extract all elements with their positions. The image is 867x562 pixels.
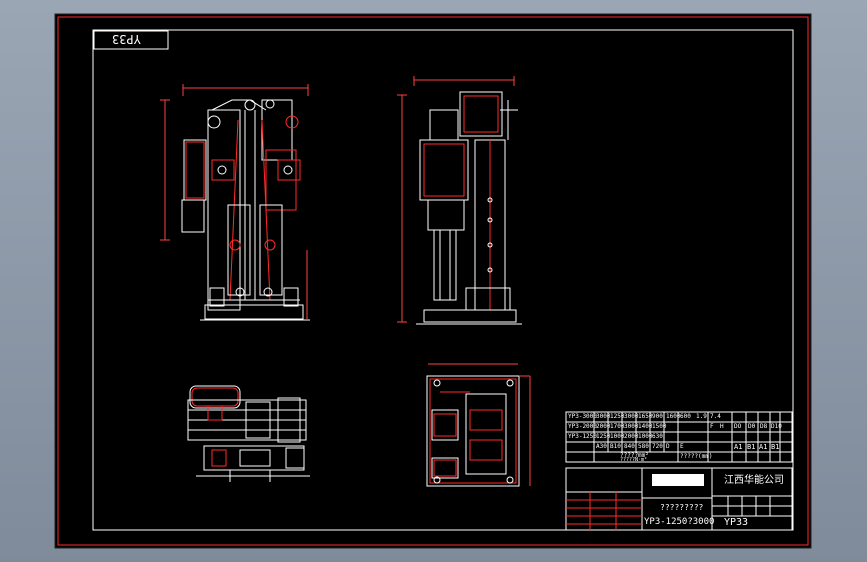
spec-footer-3: 840 xyxy=(624,443,635,450)
front-view xyxy=(160,84,310,321)
model-number: YP3-1250?3000 xyxy=(644,517,715,527)
inner-frame xyxy=(92,29,794,531)
company-name: 江西华能公司 xyxy=(724,475,784,486)
code-a1b: A1 xyxy=(759,443,768,451)
spec-cell-r1c6: 900 xyxy=(652,413,663,420)
spec-row-1: YP3-3000 xyxy=(568,413,597,420)
side-h-2: H xyxy=(720,423,724,430)
spec-row-2: YP3-2000 xyxy=(568,423,597,430)
unknown-text: ????????? xyxy=(660,503,704,512)
title-block-grid xyxy=(565,467,793,531)
spec-footer-7: E xyxy=(680,443,684,450)
paper xyxy=(54,13,812,549)
spec-cell-r2c5: 1400 xyxy=(638,423,653,430)
side-view xyxy=(397,76,522,325)
spec-cell-r3c2: 1250 xyxy=(596,433,611,440)
spec-cell-r1c7: 1600 xyxy=(666,413,681,420)
spec-footer-6: D xyxy=(666,443,670,450)
code-b1: B1 xyxy=(747,443,756,451)
side-h-4: D0 xyxy=(748,423,756,430)
code-a1: A1 xyxy=(734,443,743,451)
title-box xyxy=(93,30,169,50)
spec-footer-1: A30 xyxy=(596,443,607,450)
code-b1b: B1 xyxy=(771,443,780,451)
unit-torque: ?????N·m² xyxy=(620,457,648,463)
spec-cell-r1c3: 1250 xyxy=(610,413,625,420)
unit-mm: ?????(mm) xyxy=(680,453,713,460)
side-h-6: D10 xyxy=(771,423,782,430)
spec-cell-r3c4: 2000 xyxy=(624,433,639,440)
spec-cell-r2c2: 2000 xyxy=(596,423,611,430)
spec-cell-r1c8: 600 xyxy=(680,413,691,420)
side-h-5: D8 xyxy=(760,423,768,430)
side-h-1: F xyxy=(710,423,714,430)
spec-footer-5: 720 xyxy=(652,443,663,450)
spec-cell-r3c3: 1000 xyxy=(610,433,625,440)
spec-cell-r1c2: 3000 xyxy=(596,413,611,420)
spec-cell-r1c4: 3000 xyxy=(624,413,639,420)
spec-cell-r1c5: 1650 xyxy=(638,413,653,420)
unit-area: ?????mm² xyxy=(620,452,649,459)
spec-cell-r1c10: 7.4 xyxy=(710,413,721,420)
title-box-text: YP33 xyxy=(112,32,141,46)
spec-cell-r1c9: 1.9 xyxy=(696,413,707,420)
spec-row-3: YP3-1250 xyxy=(568,433,597,440)
spec-table-grid xyxy=(565,411,793,463)
spec-cell-r2c4: 3000 xyxy=(624,423,639,430)
spec-footer-2: B10 xyxy=(610,443,621,450)
outer-border xyxy=(57,16,809,546)
spec-footer-4: 580 xyxy=(638,443,649,450)
side-h-3: DO xyxy=(734,423,742,430)
spec-cell-r2c3: 1700 xyxy=(610,423,625,430)
spec-cell-r3c5: 1000 xyxy=(638,433,653,440)
spec-cell-r3c6: 630 xyxy=(652,433,663,440)
plan-view xyxy=(187,385,310,482)
spec-cell-r2c6: 1500 xyxy=(652,423,667,430)
part-code: YP33 xyxy=(724,517,749,528)
base-view xyxy=(426,363,531,487)
